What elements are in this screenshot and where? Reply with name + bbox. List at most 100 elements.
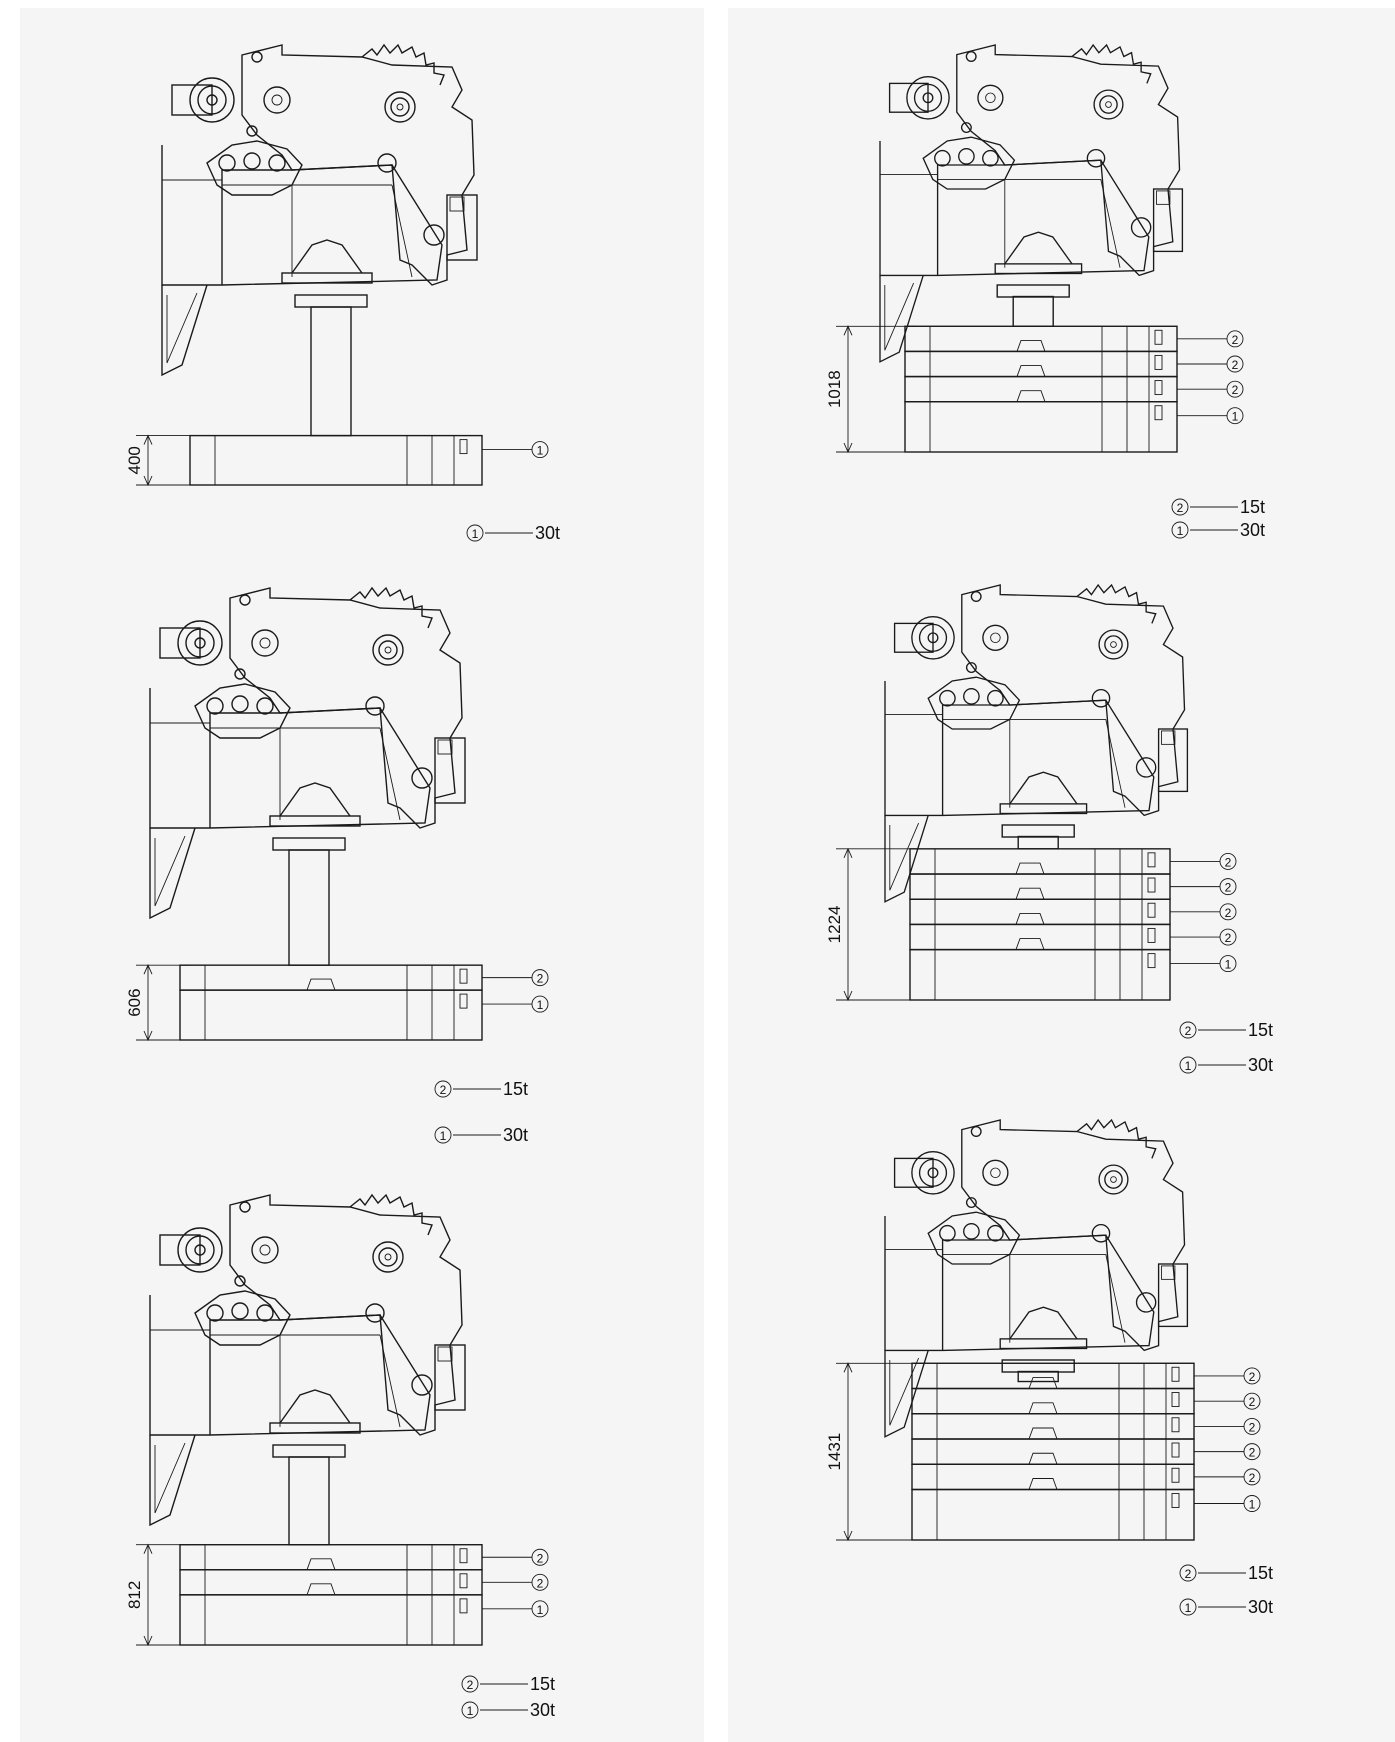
hub-left-center bbox=[259, 637, 271, 649]
carbody-frame bbox=[149, 1295, 431, 1436]
center-base bbox=[999, 803, 1088, 815]
callout-circle bbox=[1243, 1495, 1261, 1512]
crawler-wedge-inner bbox=[889, 822, 919, 891]
counterweight-stack: 1 bbox=[189, 434, 549, 486]
stacking-pocket bbox=[1028, 1402, 1058, 1414]
side-box-detail bbox=[1156, 190, 1171, 205]
block-handle bbox=[1154, 380, 1163, 396]
callout-circle bbox=[1243, 1417, 1261, 1435]
callout-number: 2 bbox=[537, 1551, 544, 1565]
upper-housing bbox=[241, 44, 475, 286]
column bbox=[310, 306, 352, 437]
callout-number: 2 bbox=[1232, 383, 1239, 397]
link-pin bbox=[234, 1275, 246, 1287]
counterweight-block-1: 1 bbox=[179, 1594, 549, 1646]
block-handle bbox=[459, 439, 468, 455]
block-outline bbox=[909, 873, 1171, 900]
callout-number: 2 bbox=[1225, 855, 1232, 869]
left-panel bbox=[20, 8, 704, 1742]
callout-2: 2 bbox=[1219, 903, 1237, 921]
side-roller bbox=[411, 1374, 433, 1396]
callout-number: 2 bbox=[1249, 1420, 1256, 1434]
lug-right bbox=[377, 153, 397, 173]
side-roller bbox=[1130, 217, 1152, 238]
legend-symbol: 1 bbox=[1179, 1598, 1197, 1616]
drum-teeth bbox=[349, 586, 433, 629]
block-handle bbox=[1171, 1442, 1180, 1458]
sheave-inner bbox=[918, 623, 948, 652]
crawler-wedge-inner bbox=[154, 1442, 186, 1514]
callout-number: 2 bbox=[1225, 931, 1232, 945]
lug-1 bbox=[939, 689, 956, 707]
callout-2: 2 bbox=[1226, 380, 1244, 398]
lug-1 bbox=[206, 1304, 224, 1322]
hub-right-inner bbox=[1104, 1170, 1123, 1189]
center-pin-housing bbox=[1004, 231, 1073, 265]
link-pin bbox=[965, 662, 977, 674]
carbody-frame bbox=[884, 681, 1155, 817]
callout-number: 2 bbox=[467, 1678, 474, 1692]
block-outline bbox=[189, 434, 483, 486]
sheave-hub bbox=[194, 1244, 206, 1256]
hub-right-outer bbox=[372, 1241, 404, 1273]
machine-side-view bbox=[884, 1118, 1189, 1438]
carbody-frame bbox=[161, 145, 443, 286]
lug-2 bbox=[963, 688, 980, 705]
counterweight-block-2: 2 bbox=[179, 1569, 549, 1596]
stacking-pocket bbox=[1016, 390, 1046, 402]
sheave-inner bbox=[197, 85, 227, 115]
counterweight-block-2: 2 bbox=[911, 1463, 1261, 1491]
counterweight-block-2: 2 bbox=[904, 325, 1244, 353]
legend-weight: 30t bbox=[1248, 1055, 1273, 1075]
top-pin bbox=[970, 591, 982, 602]
block-handle bbox=[1171, 1366, 1180, 1382]
callout-2: 2 bbox=[531, 1548, 549, 1566]
dim-arrow-bottom bbox=[143, 1635, 153, 1647]
callout-number: 2 bbox=[1232, 333, 1239, 347]
callout-circle bbox=[531, 1548, 549, 1566]
frame-line-4 bbox=[379, 1334, 401, 1428]
hub-left bbox=[977, 84, 1004, 111]
block-outline bbox=[909, 898, 1171, 926]
hub-right-center bbox=[396, 103, 404, 111]
hub-left bbox=[251, 1236, 279, 1264]
callout-number: 2 bbox=[537, 972, 544, 986]
callout-circle bbox=[434, 1126, 452, 1144]
dimension-value: 606 bbox=[125, 988, 144, 1016]
callout-circle bbox=[1243, 1443, 1261, 1461]
lug-2 bbox=[231, 1302, 249, 1320]
block-outline bbox=[904, 375, 1178, 403]
side-box-detail bbox=[449, 196, 465, 212]
callout-2: 2 bbox=[1243, 1367, 1261, 1385]
hub-right-inner bbox=[378, 1247, 398, 1267]
upper-housing bbox=[961, 584, 1186, 817]
block-outline bbox=[179, 1544, 483, 1571]
lug-right bbox=[1091, 1223, 1111, 1243]
drum-teeth bbox=[1071, 43, 1152, 84]
lug-2 bbox=[231, 695, 249, 713]
legend-weight: 30t bbox=[530, 1700, 555, 1720]
crawler-wedge bbox=[149, 827, 196, 920]
callout-circle bbox=[531, 1600, 549, 1618]
crawler-wedge bbox=[161, 284, 208, 377]
stacking-pocket bbox=[1028, 1478, 1058, 1490]
lug-plate bbox=[922, 136, 1016, 190]
sheave-outer bbox=[177, 620, 223, 666]
top-pin bbox=[970, 1126, 982, 1137]
crawler-wedge-inner bbox=[889, 1357, 919, 1426]
block-handle bbox=[1171, 1467, 1180, 1483]
dimension-value: 812 bbox=[125, 1581, 144, 1609]
legend-symbol: 2 bbox=[434, 1080, 452, 1098]
lug-plate bbox=[206, 140, 303, 196]
callout-number: 1 bbox=[1225, 958, 1232, 972]
machine-side-view bbox=[149, 586, 466, 920]
lug-3 bbox=[982, 149, 999, 167]
drum-teeth bbox=[1076, 583, 1157, 624]
stacking-pocket bbox=[1016, 339, 1046, 352]
side-roller bbox=[423, 224, 445, 246]
sheave-hub bbox=[206, 94, 218, 106]
